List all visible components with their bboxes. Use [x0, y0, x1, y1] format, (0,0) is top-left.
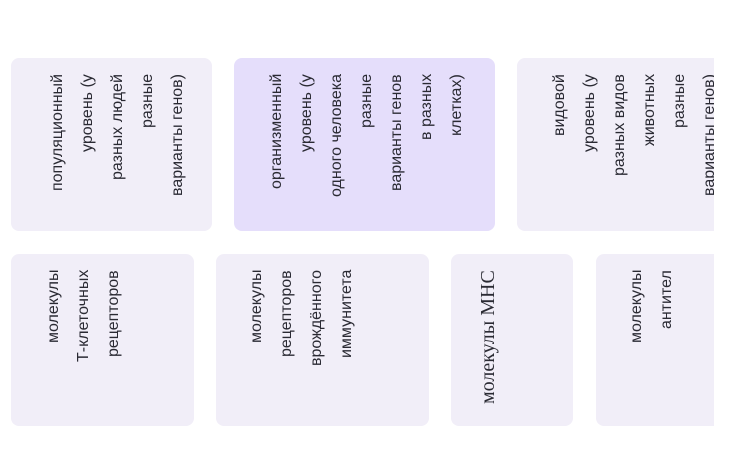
card-mhc-molecules[interactable]: молекулы MHC: [451, 254, 573, 426]
card-label: молекулы рецепторов врождённого иммуните…: [248, 270, 355, 367]
card-label: видовой уровень (у разных видов животных…: [551, 74, 714, 197]
card-organism-level[interactable]: организменный уровень (у одного человека…: [234, 58, 495, 231]
card-label: организменный уровень (у одного человека…: [268, 74, 465, 198]
card-t-cell-receptors[interactable]: молекулы Т-клеточных рецепторов: [11, 254, 194, 426]
card-label: молекулы Т-клеточных рецепторов: [45, 270, 122, 363]
card-label: молекулы MHC: [477, 270, 499, 404]
card-label: молекулы антител: [628, 270, 675, 344]
card-label: популяционный уровень (у разных людей ра…: [49, 74, 186, 197]
card-species-level[interactable]: видовой уровень (у разных видов животных…: [517, 58, 714, 231]
card-antibody-molecules[interactable]: молекулы антител: [596, 254, 714, 426]
card-population-level[interactable]: популяционный уровень (у разных людей ра…: [11, 58, 212, 231]
cards-area: популяционный уровень (у разных людей ра…: [11, 58, 714, 426]
card-innate-immunity-receptors[interactable]: молекулы рецепторов врождённого иммуните…: [216, 254, 429, 426]
